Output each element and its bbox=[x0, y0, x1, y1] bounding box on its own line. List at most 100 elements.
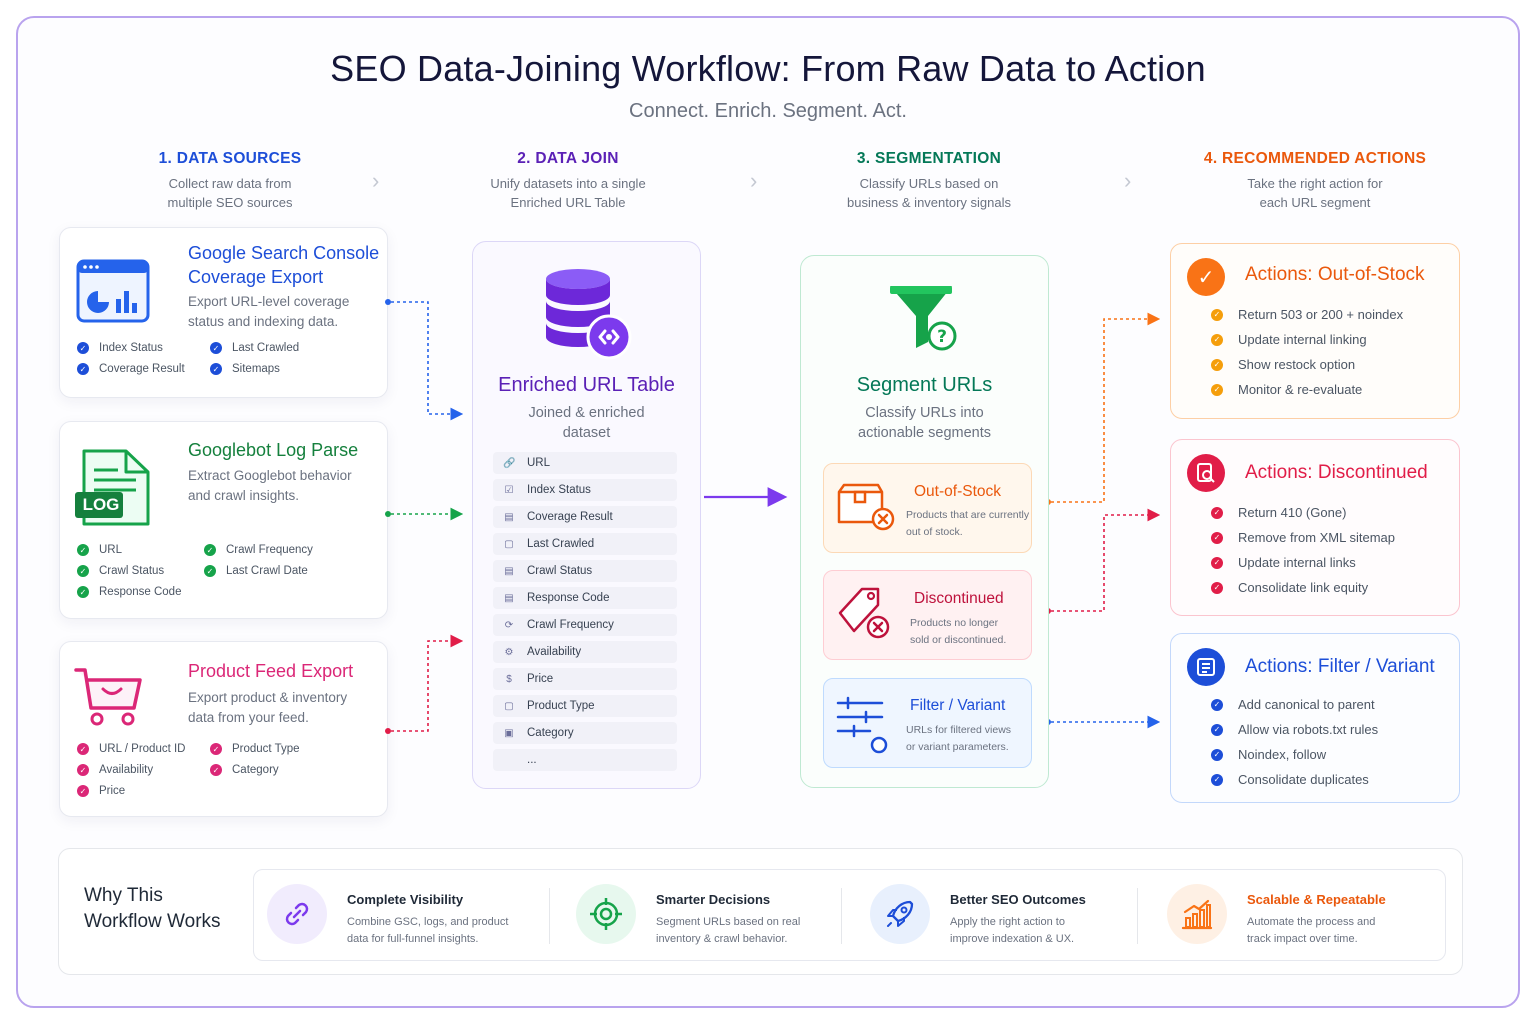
divider bbox=[1137, 888, 1138, 944]
window-icon: ▤ bbox=[504, 565, 514, 577]
step-1-desc-line2: multiple SEO sources bbox=[167, 195, 293, 210]
list-item: ✓Update internal linking bbox=[1211, 327, 1403, 352]
segment-card-description: Products that are currently out of stock… bbox=[906, 509, 1030, 538]
check-icon: ✓ bbox=[77, 586, 89, 598]
source-field-list: ✓URL ✓Crawl Frequency ✓Crawl Status ✓Las… bbox=[77, 544, 354, 598]
benefit-title: Smarter Decisions bbox=[656, 892, 771, 907]
link-icon bbox=[267, 884, 327, 944]
table-field-row: ▢Last Crawled bbox=[493, 533, 677, 555]
source-card-log: LOG Googlebot Log Parse Extract Googlebo… bbox=[59, 421, 388, 619]
check-icon: ✓ bbox=[1211, 581, 1223, 594]
segment-description: Classify URLs into actionable segments bbox=[858, 405, 991, 441]
step-4-desc-line2: each URL segment bbox=[1259, 195, 1371, 210]
chevron-right-icon: › bbox=[1124, 168, 1132, 193]
list-item: ✓URL bbox=[77, 544, 204, 556]
log-badge-label: LOG bbox=[82, 495, 120, 514]
check-icon: ✓ bbox=[1211, 506, 1223, 519]
join-description: Joined & enriched dataset bbox=[528, 405, 645, 441]
list-item: ✓Price bbox=[77, 785, 210, 797]
target-icon bbox=[576, 884, 636, 944]
step-3-desc-line1: Classify URLs based on bbox=[859, 176, 999, 191]
list-item: ✓Last Crawled bbox=[210, 342, 360, 354]
check-icon: ✓ bbox=[1211, 723, 1223, 736]
step-3-heading: 3. SEGMENTATION bbox=[856, 150, 1002, 167]
table-field-row: ▤Response Code bbox=[493, 587, 677, 609]
source-card-product-feed: Product Feed Export Export product & inv… bbox=[59, 641, 388, 817]
gear-icon: ⚙ bbox=[504, 646, 514, 658]
step-3-desc-line2: business & inventory signals bbox=[846, 195, 1012, 210]
table-icon: ▤ bbox=[504, 511, 514, 523]
list-item: ✓Consolidate link equity bbox=[1211, 575, 1395, 600]
divider bbox=[841, 888, 842, 944]
document-search-icon bbox=[1187, 454, 1225, 492]
list-item: ✓Allow via robots.txt rules bbox=[1211, 717, 1378, 742]
rocket-icon bbox=[870, 884, 930, 944]
gsc-report-icon bbox=[76, 259, 150, 323]
source-title: Product Feed Export bbox=[188, 661, 354, 681]
list-item: ✓Show restock option bbox=[1211, 352, 1403, 377]
link-icon: 🔗 bbox=[503, 457, 516, 469]
chevron-right-icon: › bbox=[750, 168, 758, 193]
check-icon: ✓ bbox=[210, 764, 222, 776]
benefit-smarter-decisions: Smarter Decisions Segment URLs based on … bbox=[576, 884, 861, 948]
segment-title: Segment URLs bbox=[856, 374, 993, 396]
refresh-icon: ⟳ bbox=[504, 619, 514, 631]
page-title: SEO Data-Joining Workflow: From Raw Data… bbox=[330, 48, 1206, 89]
benefit-title: Scalable & Repeatable bbox=[1247, 892, 1386, 907]
check-icon: ✓ bbox=[210, 743, 222, 755]
benefit-scalable-repeatable: Scalable & Repeatable Automate the proce… bbox=[1167, 884, 1452, 948]
segment-card-title: Filter / Variant bbox=[910, 697, 1006, 714]
code-icon: ▤ bbox=[504, 592, 514, 604]
check-icon: ✓ bbox=[1211, 748, 1223, 761]
source-title: Googlebot Log Parse bbox=[188, 440, 359, 460]
check-icon: ✓ bbox=[77, 544, 89, 556]
list-item: ✓Noindex, follow bbox=[1211, 742, 1378, 767]
table-field-row: ... bbox=[493, 749, 677, 771]
source-title: Google Search Console Coverage Export bbox=[188, 243, 380, 287]
log-file-icon bbox=[75, 449, 150, 526]
source-description: Extract Googlebot behavior and crawl ins… bbox=[188, 468, 352, 503]
list-item: ✓Index Status bbox=[77, 342, 210, 354]
segment-card-description: Products no longer sold or discontinued. bbox=[910, 617, 1007, 646]
action-card-filter-variant: Actions: Filter / Variant ✓Add canonical… bbox=[1170, 633, 1460, 803]
database-icon bbox=[546, 269, 632, 360]
step-4-heading: 4. RECOMMENDED ACTIONS bbox=[1203, 150, 1427, 167]
benefit-complete-visibility: Complete Visibility Combine GSC, logs, a… bbox=[267, 884, 552, 948]
list-item: ✓Return 503 or 200 + noindex bbox=[1211, 302, 1403, 327]
check-icon: ✓ bbox=[1211, 308, 1223, 321]
action-card-title: Actions: Out-of-Stock bbox=[1245, 264, 1425, 285]
check-icon: ✓ bbox=[210, 342, 222, 354]
benefit-description: Combine GSC, logs, and product data for … bbox=[347, 916, 509, 945]
step-2-desc-line1: Unify datasets into a single bbox=[490, 176, 646, 191]
check-circle-icon: ✓ bbox=[1187, 258, 1225, 296]
table-field-row: ☑Index Status bbox=[493, 479, 677, 501]
shopping-cart-icon bbox=[74, 668, 142, 726]
step-1-heading: 1. DATA SOURCES bbox=[158, 150, 302, 167]
list-item: ✓Availability bbox=[77, 764, 210, 776]
list-item: ✓Monitor & re-evaluate bbox=[1211, 377, 1403, 402]
check-icon: ✓ bbox=[1211, 358, 1223, 371]
benefit-description: Automate the process and track impact ov… bbox=[1247, 916, 1376, 945]
check-icon: ✓ bbox=[210, 363, 222, 375]
page-subtitle: Connect. Enrich. Segment. Act. bbox=[629, 100, 907, 122]
table-field-row: ⟳Crawl Frequency bbox=[493, 614, 677, 636]
step-1-header: 1. DATA SOURCES Collect raw data from mu… bbox=[130, 150, 330, 212]
price-icon: $ bbox=[506, 673, 512, 685]
divider bbox=[549, 888, 550, 944]
check-icon: ✓ bbox=[204, 544, 216, 556]
list-item: ✓Coverage Result bbox=[77, 363, 210, 375]
step-2-desc-line2: Enriched URL Table bbox=[510, 195, 626, 210]
checkbox-icon: ☑ bbox=[504, 484, 514, 496]
check-icon: ✓ bbox=[77, 764, 89, 776]
check-icon: ✓ bbox=[1211, 556, 1223, 569]
check-icon: ✓ bbox=[77, 342, 89, 354]
table-field-row: $Price bbox=[493, 668, 677, 690]
step-3-header: 3. SEGMENTATION Classify URLs based on b… bbox=[829, 150, 1029, 212]
check-icon: ✓ bbox=[204, 565, 216, 577]
action-card-out-of-stock: ✓ Actions: Out-of-Stock ✓Return 503 or 2… bbox=[1170, 243, 1460, 419]
action-card-title: Actions: Discontinued bbox=[1245, 462, 1428, 483]
check-icon: ✓ bbox=[77, 743, 89, 755]
list-item: ✓Add canonical to parent bbox=[1211, 692, 1378, 717]
source-field-list: ✓URL / Product ID ✓Product Type ✓Availab… bbox=[77, 743, 360, 797]
